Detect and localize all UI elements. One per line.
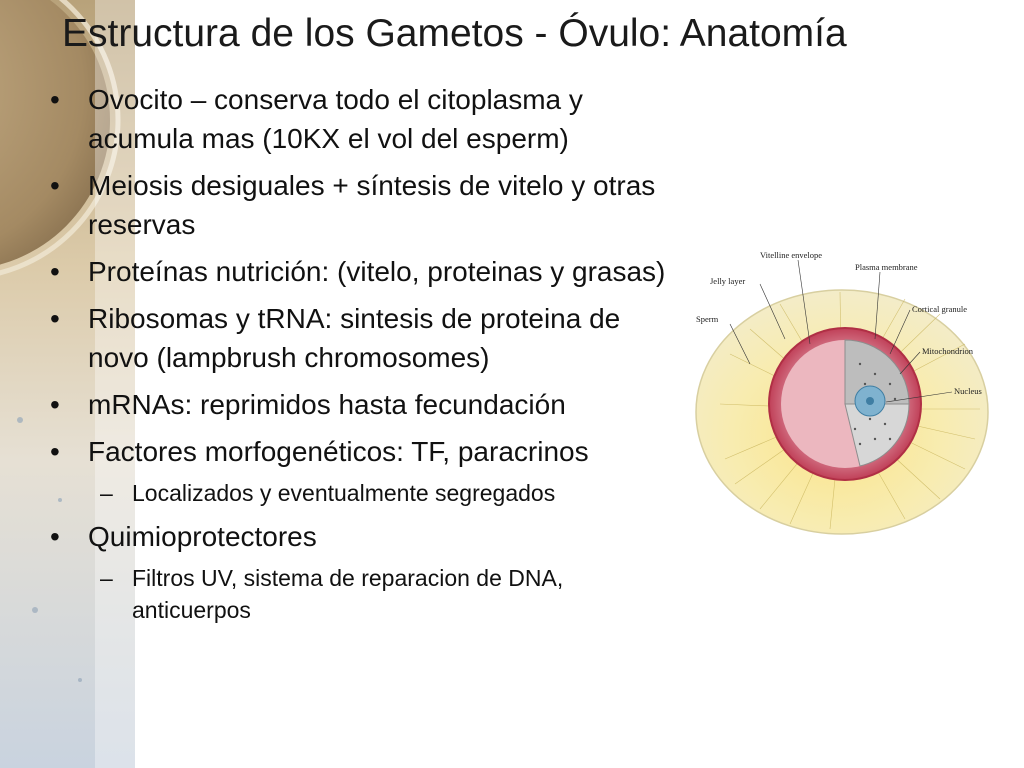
label-plasma-membrane: Plasma membrane [855, 262, 918, 272]
bullet-item: Factores morfogenéticos: TF, paracrinos [48, 432, 688, 471]
bullet-item: Meiosis desiguales + síntesis de vitelo … [48, 166, 688, 244]
label-vitelline-envelope: Vitelline envelope [760, 250, 822, 260]
label-mitochondrion: Mitochondrion [922, 346, 974, 356]
label-leaders [729, 259, 953, 403]
bullet-list: Ovocito – conserva todo el citoplasma y … [48, 80, 688, 634]
label-cortical-granule: Cortical granule [912, 304, 967, 314]
label-nucleus: Nucleus [954, 386, 982, 396]
bullet-item: Ribosomas y tRNA: sintesis de proteina d… [48, 299, 688, 377]
interior-shape [844, 403, 910, 467]
slide-title: Estructura de los Gametos - Óvulo: Anato… [62, 12, 847, 55]
egg-anatomy-diagram: Vitelline envelope Plasma membrane Jelly… [695, 250, 989, 535]
cutaway-shape [844, 339, 910, 405]
sub-bullet-item: Localizados y eventualmente segregados [48, 477, 688, 509]
nucleolus-shape [866, 397, 874, 405]
label-jelly-layer: Jelly layer [710, 276, 745, 286]
sub-bullet-item: Filtros UV, sistema de reparacion de DNA… [48, 562, 688, 626]
bullet-item: Proteínas nutrición: (vitelo, proteinas … [48, 252, 688, 291]
bullet-item: Ovocito – conserva todo el citoplasma y … [48, 80, 688, 158]
bullet-item: Quimioprotectores [48, 517, 688, 556]
label-sperm: Sperm [696, 314, 719, 324]
bullet-item: mRNAs: reprimidos hasta fecundación [48, 385, 688, 424]
yolk-granules [853, 362, 897, 446]
